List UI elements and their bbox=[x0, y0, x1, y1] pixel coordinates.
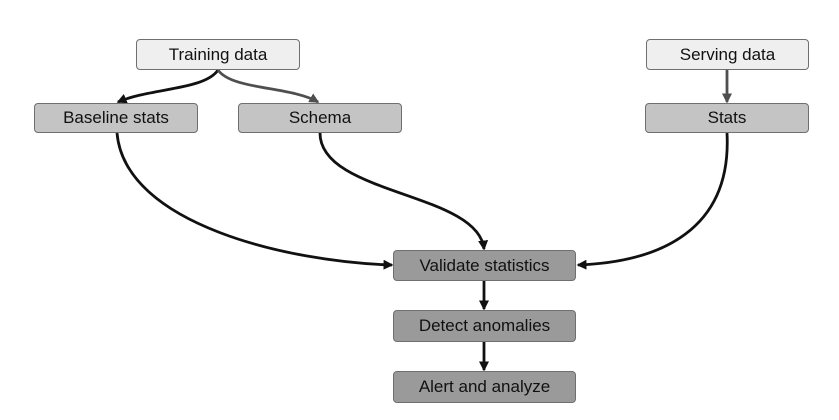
node-serving-data: Serving data bbox=[646, 39, 809, 70]
edge-stats-to-validate bbox=[576, 132, 729, 270]
node-validate-statistics: Validate statistics bbox=[393, 250, 576, 281]
node-alert-and-analyze: Alert and analyze bbox=[393, 371, 576, 403]
edge-training-to-baseline bbox=[116, 69, 220, 104]
node-stats: Stats bbox=[645, 103, 809, 133]
edge-schema-to-validate bbox=[318, 132, 489, 251]
edge-training-to-schema bbox=[216, 69, 320, 104]
edge-baseline-to-validate bbox=[115, 132, 394, 270]
node-detect-anomalies: Detect anomalies bbox=[393, 310, 576, 342]
node-schema: Schema bbox=[238, 103, 402, 133]
node-baseline-stats: Baseline stats bbox=[34, 103, 198, 133]
node-training-data: Training data bbox=[136, 39, 300, 70]
